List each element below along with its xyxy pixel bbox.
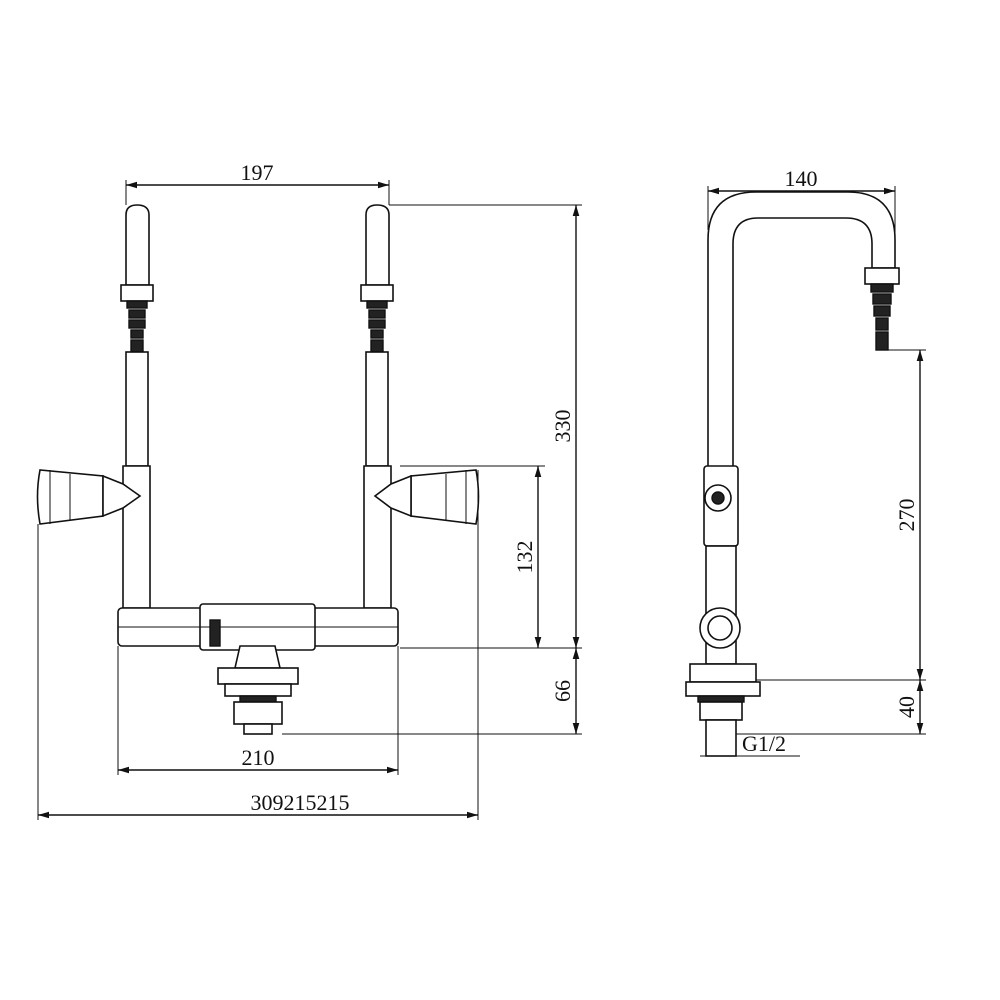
cross-bar: [117, 603, 399, 651]
dim-bottom-width: 210: [242, 745, 275, 770]
front-view: [36, 204, 480, 735]
dim-base-height: 66: [550, 680, 575, 702]
dim-overall-width: 309215215: [251, 790, 350, 815]
dim-top-width: 197: [241, 160, 274, 185]
side-view: [685, 191, 900, 757]
base-mount: [217, 645, 299, 735]
dim-total-height: 330: [550, 410, 575, 443]
left-handle: [36, 469, 142, 525]
right-outlet: [360, 204, 394, 609]
dim-handle-height: 132: [512, 541, 537, 574]
dimension-labels: 197 140 330 132 66 270 40 210 309215215 …: [241, 160, 920, 815]
dim-side-base-height: 40: [894, 696, 919, 718]
thread-label: G1/2: [742, 731, 786, 756]
dim-side-width: 140: [785, 166, 818, 191]
right-handle: [373, 469, 480, 525]
dim-outlet-height: 270: [894, 499, 919, 532]
dimension-lines: [37, 180, 926, 820]
left-outlet: [120, 204, 154, 609]
